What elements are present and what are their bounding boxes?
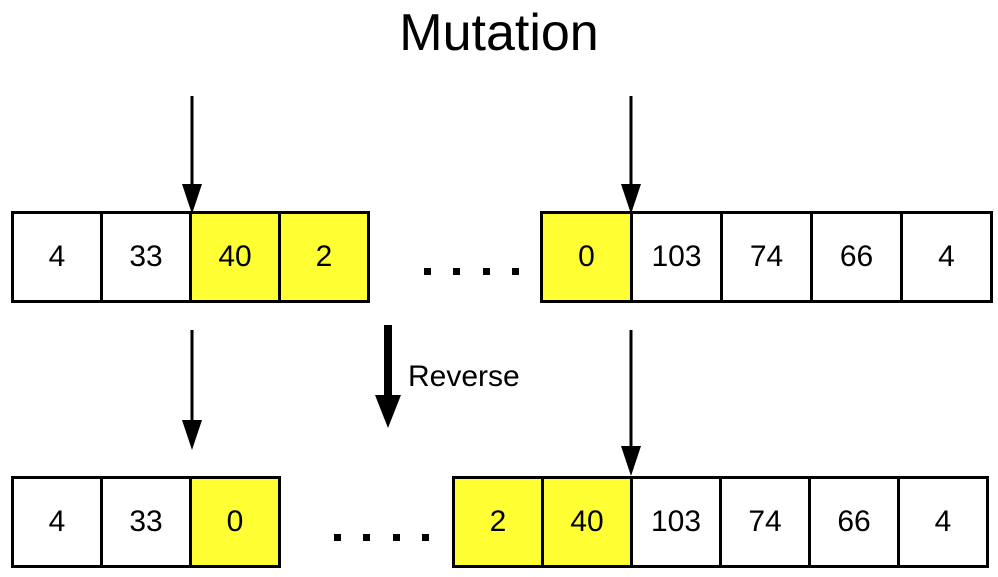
array-cell[interactable]: 4 (897, 476, 989, 568)
cut-point-arrow-top-left (178, 96, 206, 214)
ellipsis-dot (363, 533, 371, 541)
array-cell-highlighted[interactable]: 0 (189, 476, 281, 568)
array-cell[interactable]: 74 (719, 476, 811, 568)
cell-value: 40 (570, 505, 604, 538)
array-cell[interactable]: 103 (630, 211, 723, 303)
cell-value: 4 (938, 240, 955, 273)
ellipsis-dot (392, 533, 400, 541)
cell-value: 103 (651, 240, 702, 273)
cell-value: 33 (129, 240, 163, 273)
array-cell-highlighted[interactable]: 0 (540, 211, 633, 303)
array-cell[interactable]: 74 (720, 211, 813, 303)
array-cell-highlighted[interactable]: 40 (541, 476, 633, 568)
ellipsis-dot (334, 533, 341, 541)
array-cell[interactable]: 103 (630, 476, 722, 568)
array-cell[interactable]: 66 (808, 476, 900, 568)
transition-arrow-left (178, 330, 206, 450)
ellipsis-dot (482, 267, 490, 275)
array-cell[interactable]: 33 (100, 211, 192, 303)
cell-value: 33 (129, 505, 163, 538)
cell-value: 66 (837, 505, 871, 538)
cell-value: 4 (934, 505, 952, 538)
transition-arrow-right (617, 330, 645, 476)
cell-value: 0 (578, 240, 595, 273)
array-cell-highlighted[interactable]: 2 (452, 476, 544, 568)
ellipsis-dot (453, 267, 461, 275)
parent-right-segment: 0 103 74 66 4 (540, 211, 993, 303)
array-cell[interactable]: 66 (810, 211, 903, 303)
cell-value: 66 (839, 240, 874, 273)
ellipsis-dot (424, 267, 431, 275)
child-left-segment: 4 33 0 (11, 476, 281, 568)
array-cell[interactable]: 4 (11, 211, 103, 303)
page-title: Mutation (399, 4, 599, 62)
array-cell[interactable]: 4 (900, 211, 993, 303)
reverse-arrow (372, 325, 404, 428)
cell-value: 4 (48, 240, 66, 273)
cell-value: 2 (489, 505, 507, 538)
cell-value: 4 (48, 505, 66, 538)
array-cell-highlighted[interactable]: 2 (278, 211, 370, 303)
cut-point-arrow-top-right (617, 96, 645, 214)
array-cell[interactable]: 33 (100, 476, 192, 568)
cell-value: 2 (315, 240, 333, 273)
cell-value: 74 (748, 505, 782, 538)
cell-value: 40 (218, 240, 252, 273)
ellipsis-dot (512, 267, 520, 275)
cell-value: 0 (226, 505, 244, 538)
ellipsis-dot (422, 533, 430, 541)
reverse-label: Reverse (408, 360, 520, 393)
array-cell[interactable]: 4 (11, 476, 103, 568)
child-right-segment: 2 40 103 74 66 4 (452, 476, 989, 568)
array-cell-highlighted[interactable]: 40 (189, 211, 281, 303)
cell-value: 74 (749, 240, 784, 273)
cell-value: 103 (650, 505, 702, 538)
parent-left-segment: 4 33 40 2 (11, 211, 370, 303)
